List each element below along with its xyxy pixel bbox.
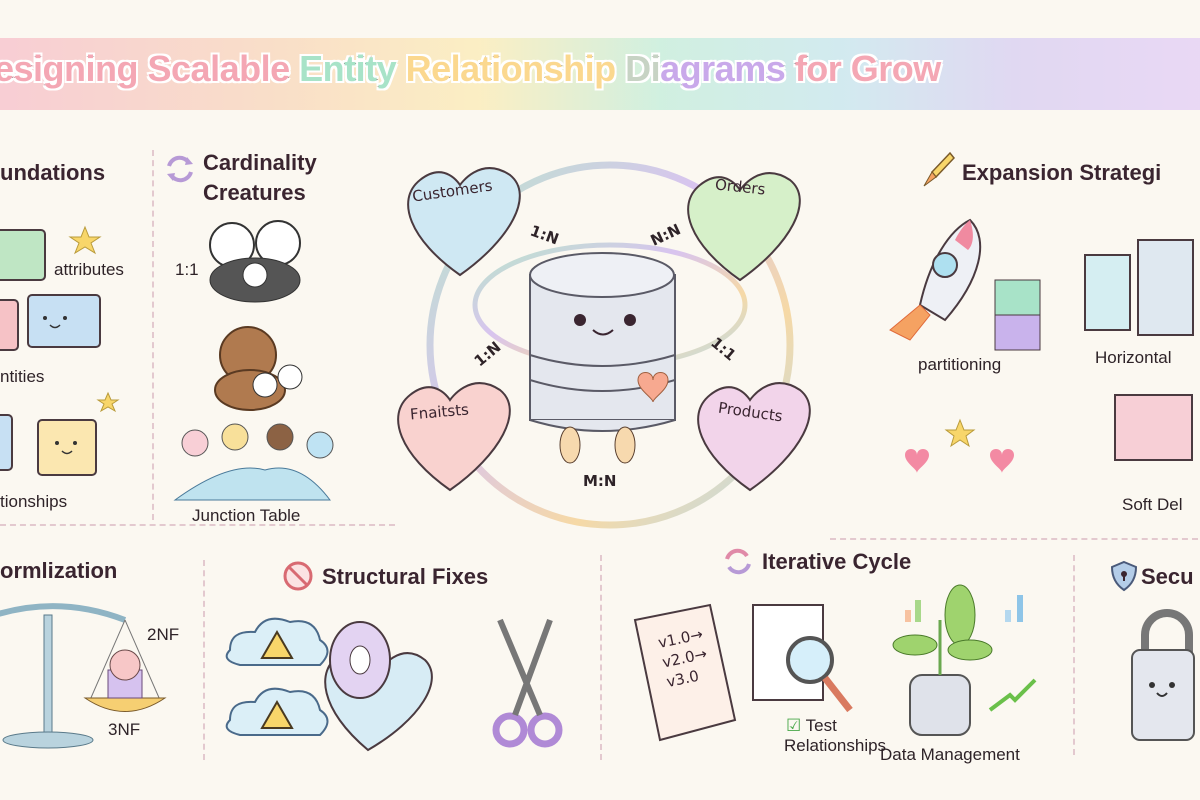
divider	[203, 560, 205, 760]
divider	[0, 524, 395, 526]
security-heading: Secu	[1141, 564, 1194, 589]
foundations-heading: undations	[0, 160, 106, 185]
products-heart[interactable]	[697, 382, 811, 492]
expansion-illustration	[889, 218, 1194, 473]
title-segment: Di	[624, 47, 661, 90]
rocket-icon	[923, 151, 955, 187]
partitioning-label: partitioning	[918, 355, 1002, 374]
er-diagram-illustration	[426, 161, 794, 529]
relationships-text: Relationships	[784, 736, 887, 755]
heading-line: Creatures	[203, 180, 306, 205]
entity-hearts	[397, 167, 811, 492]
divider	[600, 555, 602, 760]
iterative-cycle-heading: Iterative Cycle	[762, 549, 912, 574]
heading-line: Cardinality	[203, 150, 317, 175]
fnaitsts-heart[interactable]	[397, 382, 511, 492]
shield-lock-icon	[1110, 560, 1138, 592]
title-segment: agrams	[659, 47, 795, 90]
entities-label: ntities	[0, 367, 45, 386]
junction-table-label: Junction Table	[192, 506, 301, 525]
title-segment: Entity	[298, 47, 406, 90]
horizontal-label: Horizontal	[1095, 348, 1172, 367]
structural-fixes-illustration	[225, 617, 563, 752]
orders-heart[interactable]	[687, 172, 801, 282]
page-title: esigning Scalable Entity Relationship Di…	[0, 47, 942, 90]
entity-cubes-illustration	[0, 225, 120, 476]
expansion-heading: Expansion Strategi	[962, 160, 1162, 185]
3nf-label: 3NF	[108, 720, 141, 739]
one-to-one-label: 1:1	[175, 260, 199, 279]
cardinality-heading: Cardinality Creatures	[203, 148, 317, 208]
security-database-illustration	[1131, 609, 1195, 741]
test-text: Test	[805, 716, 837, 735]
title-segment: for Grow	[794, 47, 942, 90]
divider	[152, 150, 154, 520]
prohibited-icon	[283, 561, 313, 591]
divider	[1073, 555, 1075, 755]
attributes-label: attributes	[54, 260, 124, 279]
title-segment: esigning Scalable	[0, 47, 300, 90]
relation-label: M:N	[583, 472, 617, 490]
2nf-label: 2NF	[147, 625, 180, 644]
sync-arrows-icon	[167, 155, 193, 183]
cycle-arrows-icon	[725, 548, 751, 575]
soft-delete-label: Soft Del	[1122, 495, 1183, 514]
normalization-heading: ormlization	[0, 558, 118, 583]
iterative-illustration	[633, 584, 1037, 742]
test-relationships-label: ☑ Test Relationships	[784, 716, 887, 756]
creatures-illustration	[173, 220, 334, 501]
data-management-label: Data Management	[880, 745, 1020, 764]
checkbox-icon: ☑	[786, 716, 802, 735]
customers-heart[interactable]	[407, 167, 521, 277]
structural-fixes-heading: Structural Fixes	[322, 564, 489, 589]
divider	[830, 538, 1198, 540]
relationships-label: tionships	[0, 492, 68, 511]
title-segment: Relationship	[405, 47, 626, 90]
title-banner	[0, 38, 1200, 110]
balance-scale-illustration	[0, 603, 167, 749]
